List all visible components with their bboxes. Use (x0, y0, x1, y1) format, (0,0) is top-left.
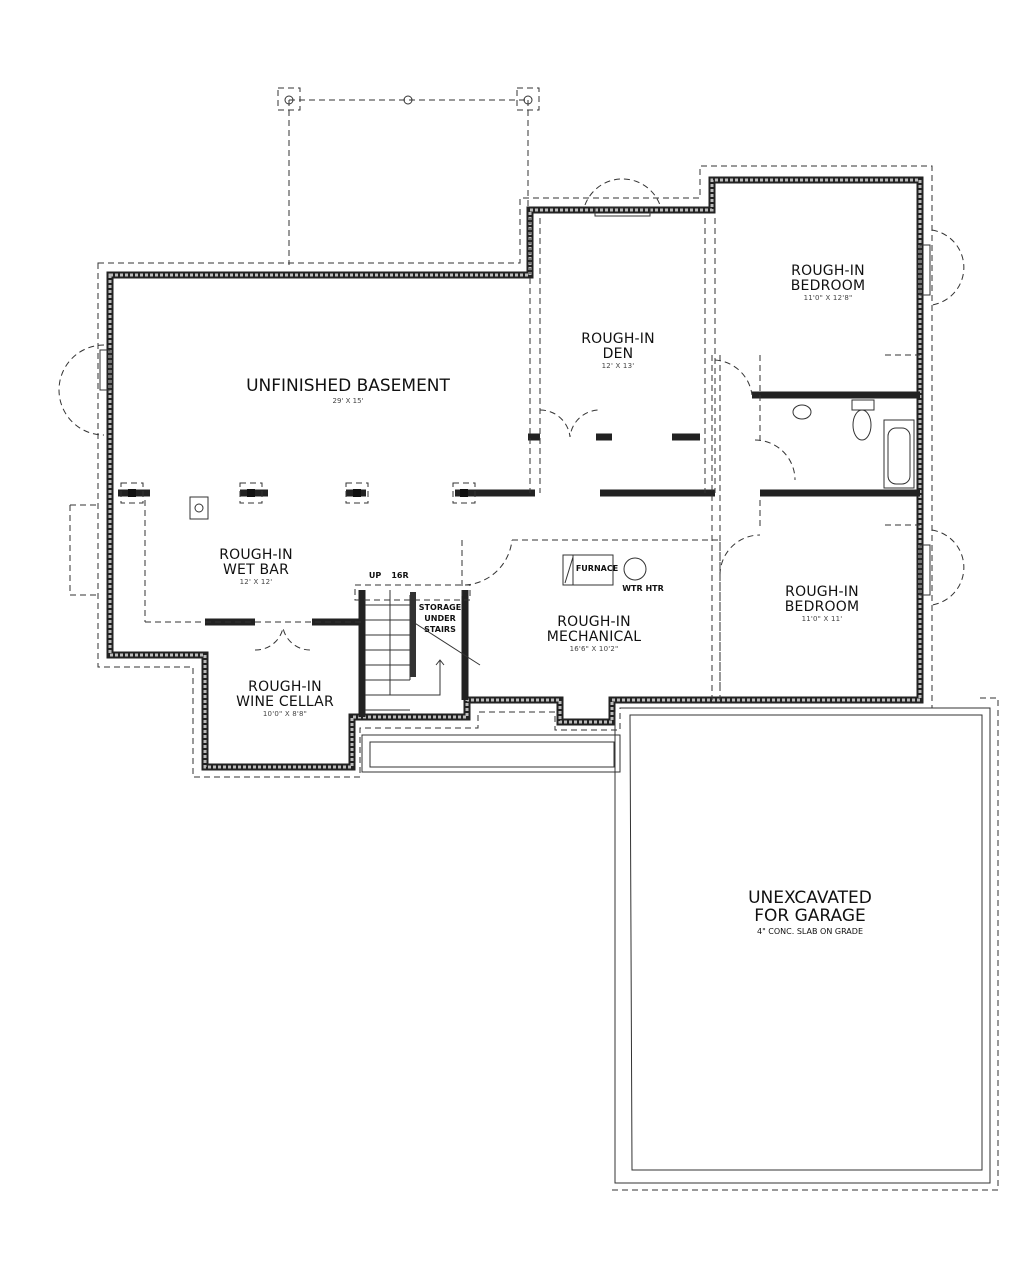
footing-outline (97, 165, 933, 778)
room-name-line1: ROUGH-IN (581, 331, 655, 347)
furnace-label: FURNACE (575, 564, 619, 573)
room-name-line2: DEN (602, 345, 634, 362)
room-dimensions: 29' X 15' (332, 396, 364, 405)
columns (120, 482, 476, 504)
room-dimensions: 11'0" X 12'8" (803, 294, 853, 303)
room-bedroom-2: ROUGH-IN BEDROOM 11'0" X 11' (785, 585, 859, 624)
room-dimensions: 12' X 12' (239, 578, 273, 587)
room-dimensions: 12' X 13' (601, 362, 635, 371)
room-name-line1: ROUGH-IN (219, 547, 293, 563)
storage-label: STORAGE UNDER STAIRS (419, 602, 461, 636)
room-name-line2: WET BAR (223, 561, 289, 578)
room-name-line2: WINE CELLAR (236, 693, 334, 710)
furnace-unit (562, 554, 614, 586)
stairs-up-label: UP (368, 571, 382, 580)
storage-line1: STORAGE (418, 603, 462, 612)
room-name-line2: BEDROOM (790, 277, 866, 294)
room-mechanical: ROUGH-IN MECHANICAL 16'6" X 10'2" (547, 615, 642, 654)
room-name-line1: ROUGH-IN (785, 584, 859, 600)
garage-slab (361, 697, 999, 1191)
room-wine-cellar: ROUGH-IN WINE CELLAR 10'0" X 8'8" (236, 680, 334, 719)
room-unfinished-basement: UNFINISHED BASEMENT 29' X 15' (246, 376, 450, 405)
risers-label: 16R (391, 571, 409, 580)
room-name-line2: MECHANICAL (546, 628, 642, 645)
stairs[interactable] (354, 584, 481, 711)
room-garage: UNEXCAVATED FOR GARAGE 4" CONC. SLAB ON … (748, 888, 872, 936)
room-dimensions: 11'0" X 11' (801, 615, 843, 624)
garage-note: 4" CONC. SLAB ON GRADE (756, 926, 864, 936)
room-name-line1: ROUGH-IN (557, 614, 631, 630)
storage-line3: STAIRS (424, 625, 456, 635)
porch (277, 87, 540, 265)
door-swings (58, 178, 965, 651)
room-bedroom-1: ROUGH-IN BEDROOM 11'0" X 12'8" (791, 264, 865, 303)
room-dimensions: 16'6" X 10'2" (569, 645, 619, 654)
room-wet-bar: ROUGH-IN WET BAR 12' X 12' (219, 548, 293, 587)
fixtures (189, 399, 915, 586)
room-name-line2: BEDROOM (784, 598, 860, 615)
room-name-line1: ROUGH-IN (248, 679, 322, 695)
room-name-line1: UNEXCAVATED (748, 888, 872, 908)
room-name-line1: ROUGH-IN (791, 263, 865, 279)
storage-line2: UNDER (424, 614, 456, 624)
water-heater-label: WTR HTR (622, 584, 664, 593)
room-name: UNFINISHED BASEMENT (246, 376, 450, 396)
room-dimensions: 10'0" X 8'8" (262, 710, 308, 719)
room-name-line2: FOR GARAGE (754, 905, 866, 926)
water-heater-unit (623, 557, 647, 581)
room-den: ROUGH-IN DEN 12' X 13' (581, 332, 655, 371)
